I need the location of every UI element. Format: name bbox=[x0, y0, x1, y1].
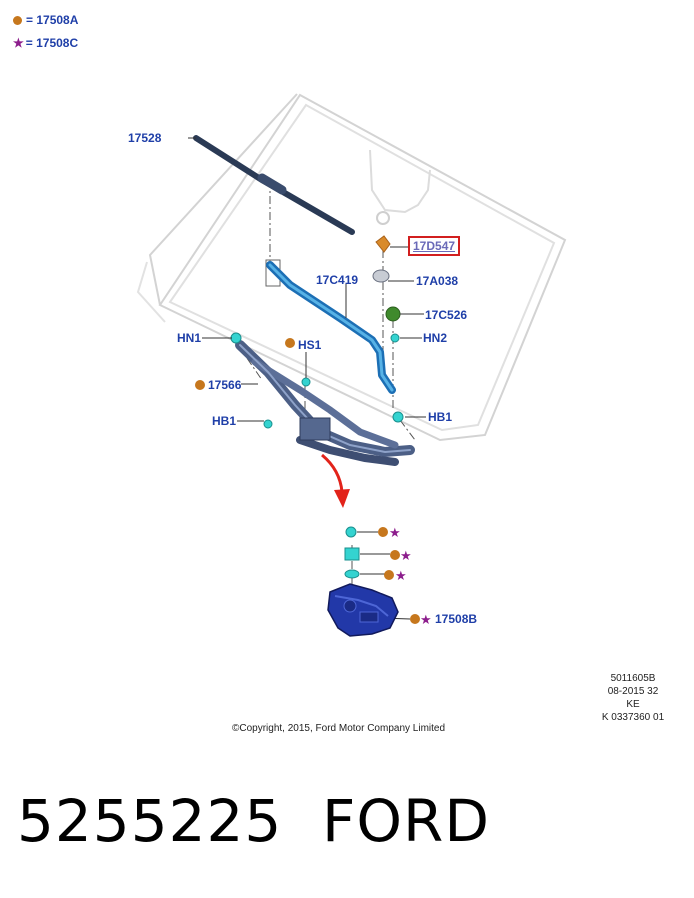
callout-hb1-right: HB1 bbox=[428, 410, 453, 424]
svg-text:★: ★ bbox=[389, 526, 401, 541]
clips bbox=[230, 332, 404, 429]
svg-text:★: ★ bbox=[420, 613, 432, 628]
wiper-linkage bbox=[235, 340, 415, 466]
callout-hn2: HN2 bbox=[423, 331, 448, 345]
legend-star-ref: 17508C bbox=[36, 36, 79, 50]
callout-17a038: 17A038 bbox=[416, 274, 459, 288]
marker-hs1-dot bbox=[285, 338, 295, 348]
part-number: 5255225 bbox=[17, 787, 283, 855]
callout-17566: 17566 bbox=[208, 378, 242, 392]
legend-star-row: ★= 17508C bbox=[13, 36, 79, 50]
copyright-notice: ©Copyright, 2015, Ford Motor Company Lim… bbox=[232, 723, 446, 734]
legend-dot-row: = 17508A bbox=[13, 13, 78, 27]
svg-text:★: ★ bbox=[400, 549, 412, 564]
windshield bbox=[136, 93, 567, 442]
wiper-arm bbox=[265, 259, 396, 394]
callout-17c526: 17C526 bbox=[425, 308, 468, 322]
motor-fasteners bbox=[344, 526, 360, 579]
callout-hs1: HS1 bbox=[298, 338, 322, 352]
dot-marker-icon bbox=[13, 16, 22, 25]
doc-meta-line4: K 0337360 01 bbox=[601, 712, 665, 723]
doc-meta: 5011605B 08-2015 32 KE K 0337360 01 bbox=[588, 672, 678, 724]
callout-17d547-highlighted: 17D547 bbox=[408, 236, 461, 256]
brand-name: FORD bbox=[322, 787, 490, 855]
marker-linkage-dot bbox=[195, 380, 205, 390]
wiper-blade bbox=[193, 135, 355, 235]
svg-text:★: ★ bbox=[395, 569, 407, 584]
markers bbox=[195, 338, 420, 624]
legend-dot-ref: 17508A bbox=[36, 13, 79, 27]
star-marker-icon: ★ bbox=[13, 36, 24, 50]
doc-meta-line2: 08-2015 32 bbox=[607, 686, 659, 697]
direction-arrow bbox=[321, 453, 350, 508]
callout-17c419: 17C419 bbox=[316, 273, 359, 287]
doc-meta-line3: KE bbox=[626, 699, 640, 710]
callout-hn1: HN1 bbox=[177, 331, 202, 345]
star-markers: ★ ★ ★ ★ bbox=[389, 526, 432, 628]
callout-17528: 17528 bbox=[128, 131, 162, 145]
wiper-motor bbox=[327, 583, 399, 637]
callout-hb1-left: HB1 bbox=[212, 414, 237, 428]
doc-meta-line1: 5011605B bbox=[610, 673, 656, 684]
arm-fasteners bbox=[372, 235, 401, 343]
callout-17508b: 17508B bbox=[435, 612, 478, 626]
